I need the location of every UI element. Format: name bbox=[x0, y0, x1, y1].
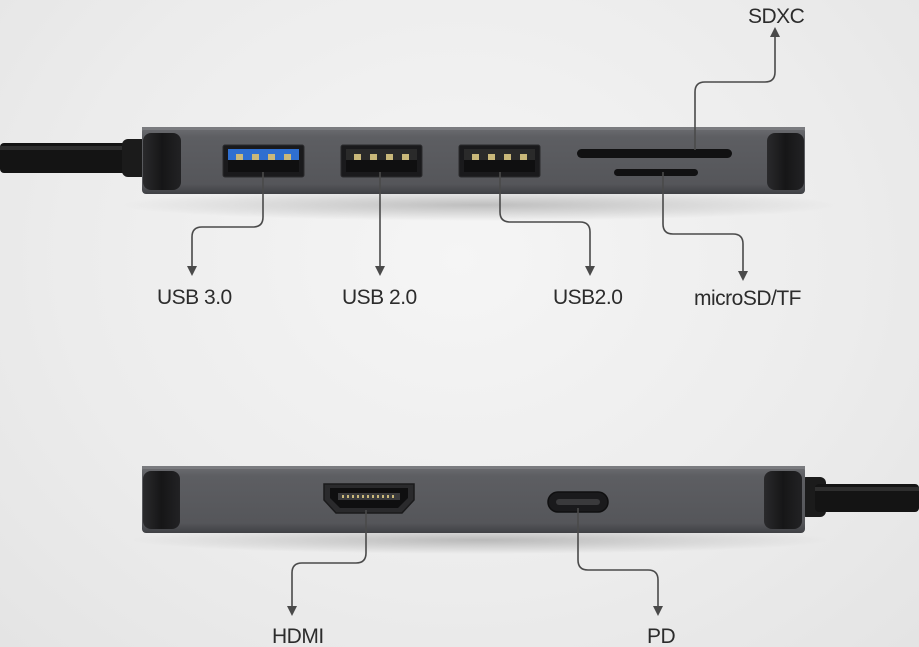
usb-c-pd-port bbox=[547, 491, 609, 513]
bottom-labels: HDMI PD bbox=[272, 625, 676, 647]
hub-top-cap-right bbox=[767, 133, 804, 190]
hub-bottom-view bbox=[130, 466, 919, 554]
usb-c-cable-left bbox=[0, 139, 150, 177]
hub-top-view bbox=[0, 127, 840, 221]
hub-top-cap-left bbox=[143, 133, 181, 190]
usb3-callout-line bbox=[187, 172, 264, 276]
microsd-slot bbox=[614, 169, 698, 176]
usb3-port bbox=[222, 144, 305, 178]
usb2-b-label: USB2.0 bbox=[553, 286, 622, 309]
bottom-callouts bbox=[287, 508, 663, 616]
microsd-callout-line bbox=[662, 172, 748, 281]
usb-c-cable-right bbox=[800, 477, 919, 517]
hub-bottom-body bbox=[142, 466, 805, 533]
hub-bottom-cap-left bbox=[143, 471, 180, 529]
pd-label: PD bbox=[647, 625, 676, 647]
hdmi-port bbox=[323, 483, 415, 514]
sdxc-label: SDXC bbox=[748, 5, 805, 28]
hub-bottom-cap-right bbox=[764, 471, 802, 529]
top-callouts bbox=[187, 27, 780, 281]
usb2-a-label: USB 2.0 bbox=[342, 286, 417, 309]
usb2-port-b bbox=[458, 144, 541, 178]
sdxc-slot bbox=[577, 149, 732, 158]
hub-top-shadow bbox=[120, 189, 840, 221]
usb3-label: USB 3.0 bbox=[157, 286, 232, 309]
hdmi-callout-line bbox=[287, 510, 367, 616]
usb2-port-a bbox=[340, 144, 423, 178]
top-labels: SDXC USB 3.0 USB 2.0 USB2.0 microSD/TF bbox=[157, 5, 805, 310]
usb2b-callout-line bbox=[499, 172, 595, 276]
sdxc-callout-line bbox=[694, 27, 780, 150]
pd-callout-line bbox=[577, 508, 663, 616]
microsd-label: microSD/TF bbox=[694, 287, 801, 310]
hdmi-label: HDMI bbox=[272, 625, 324, 647]
